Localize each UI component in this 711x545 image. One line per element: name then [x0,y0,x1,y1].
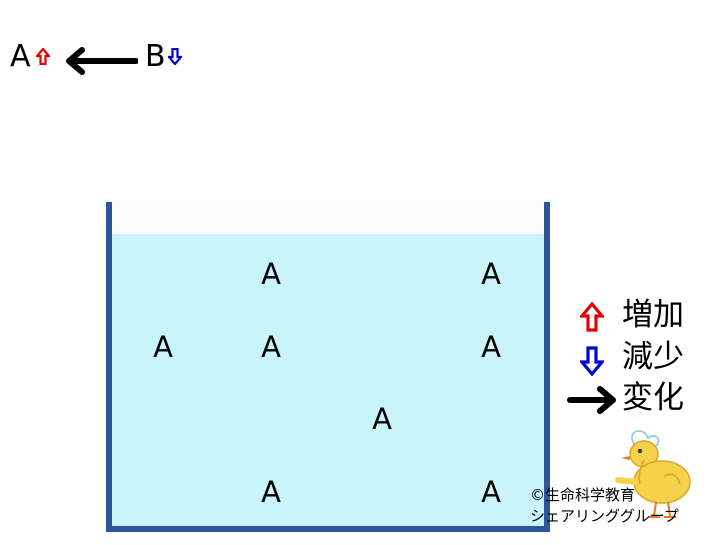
chick-illustration [604,424,700,524]
particle-a-5: A [481,330,501,364]
particle-a-3: A [153,330,173,364]
beaker-wall-right [544,202,550,532]
up-arrow-icon [34,47,52,69]
equation-species-b: B [145,39,166,74]
beaker-bottom [106,526,550,532]
down-arrow-icon [578,346,606,380]
beaker-water [112,234,544,526]
legend-decrease-label: 減少 [622,339,684,375]
credit-line-1: ©生命科学教育 [530,486,636,504]
particle-a-4: A [261,330,281,364]
particle-a-6: A [372,402,392,436]
right-arrow-icon [566,384,618,420]
legend-change-label: 変化 [622,380,684,416]
particle-a-1: A [261,257,281,291]
particle-a-2: A [481,257,501,291]
credit-line-2: シェアリンググループ [530,507,679,525]
beaker-wall-left [106,202,112,532]
particle-a-8: A [481,475,501,509]
legend-increase-label: 増加 [622,297,684,333]
beaker-empty-space [112,200,544,234]
left-arrow-icon [64,46,139,80]
down-arrow-icon [166,47,184,69]
up-arrow-icon [578,301,606,336]
particle-a-7: A [261,475,281,509]
equation-species-a: A [10,39,31,74]
